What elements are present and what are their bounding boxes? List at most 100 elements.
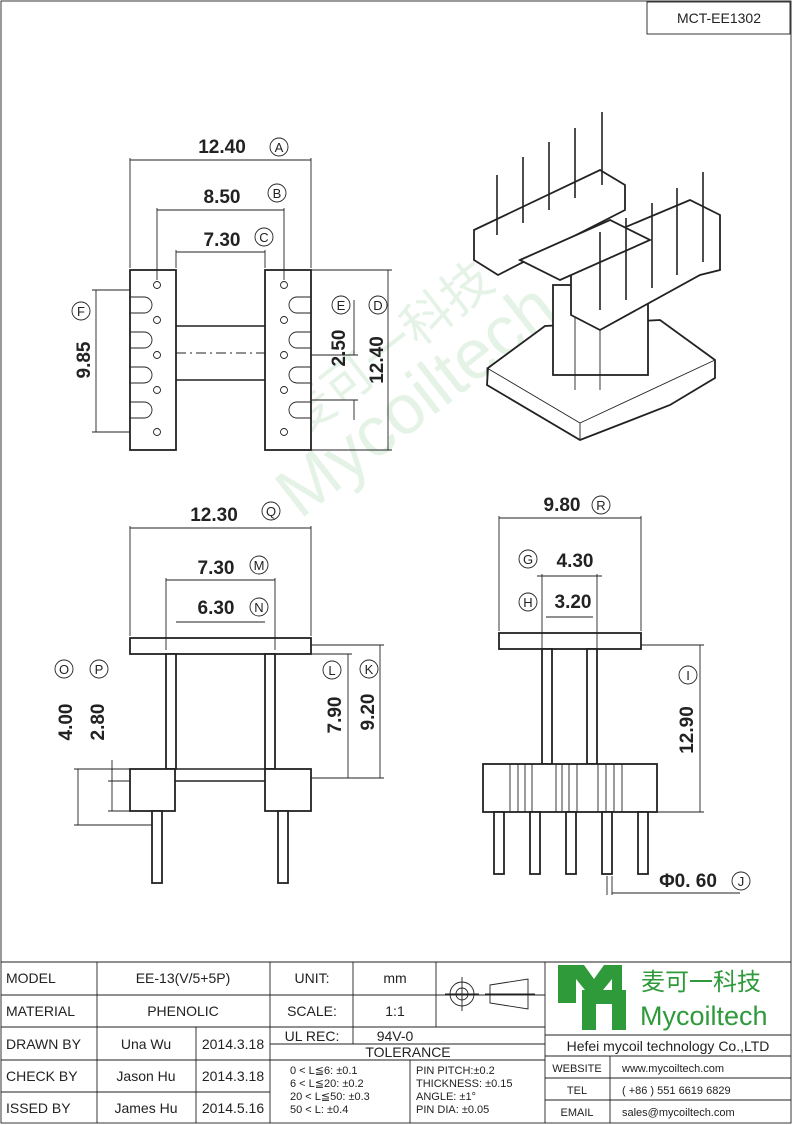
drawn-by-label: DRAWN BY bbox=[6, 1036, 82, 1052]
svg-text:A: A bbox=[275, 140, 284, 155]
svg-text:E: E bbox=[337, 298, 346, 313]
dim-k-value: 9.20 bbox=[358, 694, 379, 731]
label-k: K bbox=[359, 659, 379, 679]
label-q: Q bbox=[261, 501, 281, 521]
svg-text:K: K bbox=[365, 662, 374, 677]
issued-by-label: ISSED BY bbox=[6, 1100, 71, 1116]
website-label: WEBSITE bbox=[552, 1063, 602, 1075]
label-n: N bbox=[249, 597, 269, 617]
top-view: 12.40 A 8.50 B 7.30 C 12.40 D 2.50 E 9.8… bbox=[71, 137, 392, 451]
tolerance-label: TOLERANCE bbox=[365, 1044, 450, 1060]
model-value: EE-13(V/5+5P) bbox=[136, 970, 231, 986]
svg-text:O: O bbox=[59, 662, 69, 677]
dim-b-value: 8.50 bbox=[204, 187, 241, 208]
company-full-name: Hefei mycoil technology Co.,LTD bbox=[567, 1038, 770, 1054]
projection-symbol-icon bbox=[445, 977, 535, 1011]
front-view: 12.30 Q 7.30 M 6.30 N 9.20 K 7.90 L 4.00… bbox=[54, 501, 384, 884]
svg-text:H: H bbox=[523, 595, 532, 610]
label-g: G bbox=[518, 549, 538, 569]
dim-l-value: 7.90 bbox=[325, 697, 346, 734]
label-o: O bbox=[54, 659, 74, 679]
label-h: H bbox=[518, 592, 538, 612]
material-label: MATERIAL bbox=[6, 1003, 75, 1019]
label-i: I bbox=[678, 665, 698, 685]
dim-o-value: 4.00 bbox=[56, 704, 77, 741]
svg-text:M: M bbox=[254, 558, 265, 573]
svg-text:C: C bbox=[259, 230, 268, 245]
svg-text:D: D bbox=[373, 298, 382, 313]
svg-text:J: J bbox=[738, 874, 745, 889]
check-by-value: Jason Hu bbox=[116, 1068, 175, 1084]
issued-by-value: James Hu bbox=[114, 1100, 177, 1116]
tolerance-2: 6 < L≦20: ±0.2 bbox=[290, 1078, 364, 1090]
unit-label: UNIT: bbox=[295, 970, 330, 986]
unit-value: mm bbox=[383, 970, 406, 986]
svg-text:L: L bbox=[328, 663, 335, 678]
part-number-box: MCT-EE1302 bbox=[646, 1, 791, 35]
dim-m-value: 7.30 bbox=[198, 558, 235, 579]
email-label: EMAIL bbox=[560, 1107, 593, 1119]
dim-g-value: 4.30 bbox=[557, 551, 594, 572]
dim-f-value: 9.85 bbox=[74, 341, 95, 378]
check-by-label: CHECK BY bbox=[6, 1068, 78, 1084]
svg-text:I: I bbox=[686, 668, 690, 683]
tolerance-4: 50 < L: ±0.4 bbox=[290, 1104, 348, 1116]
drawn-by-value: Una Wu bbox=[121, 1036, 171, 1052]
website-value: www.mycoiltech.com bbox=[621, 1063, 724, 1075]
tolerance-1: 0 < L≦6: ±0.1 bbox=[290, 1065, 358, 1077]
ul-rec-value: 94V-0 bbox=[377, 1028, 414, 1044]
scale-label: SCALE: bbox=[287, 1003, 337, 1019]
tolerance-pin-pitch: PIN PITCH:±0.2 bbox=[416, 1065, 495, 1077]
side-view: 9.80 R 4.30 G 3.20 H 12.90 I Φ0. 60 J bbox=[482, 495, 751, 895]
email-value: sales@mycoiltech.com bbox=[622, 1107, 735, 1119]
dim-p-value: 2.80 bbox=[88, 704, 109, 741]
svg-text:N: N bbox=[254, 600, 263, 615]
title-block: MODEL EE-13(V/5+5P) MATERIAL PHENOLIC DR… bbox=[1, 961, 791, 1123]
dim-a-value: 12.40 bbox=[198, 137, 246, 158]
dim-h-value: 3.20 bbox=[555, 592, 592, 613]
svg-text:G: G bbox=[523, 552, 533, 567]
label-m: M bbox=[249, 555, 269, 575]
dim-j-value: Φ0. 60 bbox=[659, 871, 717, 892]
issued-date: 2014.5.16 bbox=[202, 1100, 264, 1116]
label-c: C bbox=[254, 227, 274, 247]
drawn-date: 2014.3.18 bbox=[202, 1036, 264, 1052]
label-l: L bbox=[322, 660, 342, 680]
check-date: 2014.3.18 bbox=[202, 1068, 264, 1084]
svg-text:B: B bbox=[273, 186, 282, 201]
right-flange bbox=[264, 269, 312, 451]
isometric-view bbox=[473, 112, 721, 441]
svg-text:Q: Q bbox=[266, 504, 276, 519]
tolerance-3: 20 < L≦50: ±0.3 bbox=[290, 1091, 370, 1103]
company-logo: 麦可一科技 Mycoiltech bbox=[558, 965, 768, 1031]
tolerance-pin-dia: PIN DIA: ±0.05 bbox=[416, 1104, 489, 1116]
label-a: A bbox=[269, 137, 289, 157]
tel-value: ( +86 ) 551 6619 6829 bbox=[622, 1085, 731, 1097]
label-j: J bbox=[731, 871, 751, 891]
part-number: MCT-EE1302 bbox=[677, 10, 761, 26]
dim-r-value: 9.80 bbox=[544, 495, 581, 516]
company-en: Mycoiltech bbox=[640, 1001, 768, 1031]
label-r: R bbox=[591, 495, 611, 515]
dim-d-value: 12.40 bbox=[367, 336, 388, 384]
left-flange bbox=[129, 269, 177, 451]
dim-c-value: 7.30 bbox=[204, 230, 241, 251]
scale-value: 1:1 bbox=[385, 1003, 405, 1019]
ul-rec-label: UL REC: bbox=[285, 1028, 340, 1044]
dim-i-value: 12.90 bbox=[677, 706, 698, 754]
company-cn: 麦可一科技 bbox=[641, 968, 761, 996]
label-p: P bbox=[89, 659, 109, 679]
tolerance-thickness: THICKNESS: ±0.15 bbox=[416, 1078, 513, 1090]
tolerance-angle: ANGLE: ±1° bbox=[416, 1091, 476, 1103]
dim-e-value: 2.50 bbox=[329, 330, 350, 367]
dim-n-value: 6.30 bbox=[198, 598, 235, 619]
svg-text:R: R bbox=[596, 498, 605, 513]
tel-label: TEL bbox=[567, 1085, 587, 1097]
label-e: E bbox=[331, 295, 351, 315]
label-d: D bbox=[368, 295, 388, 315]
model-label: MODEL bbox=[6, 970, 56, 986]
dim-q-value: 12.30 bbox=[190, 505, 238, 526]
material-value: PHENOLIC bbox=[147, 1003, 219, 1019]
